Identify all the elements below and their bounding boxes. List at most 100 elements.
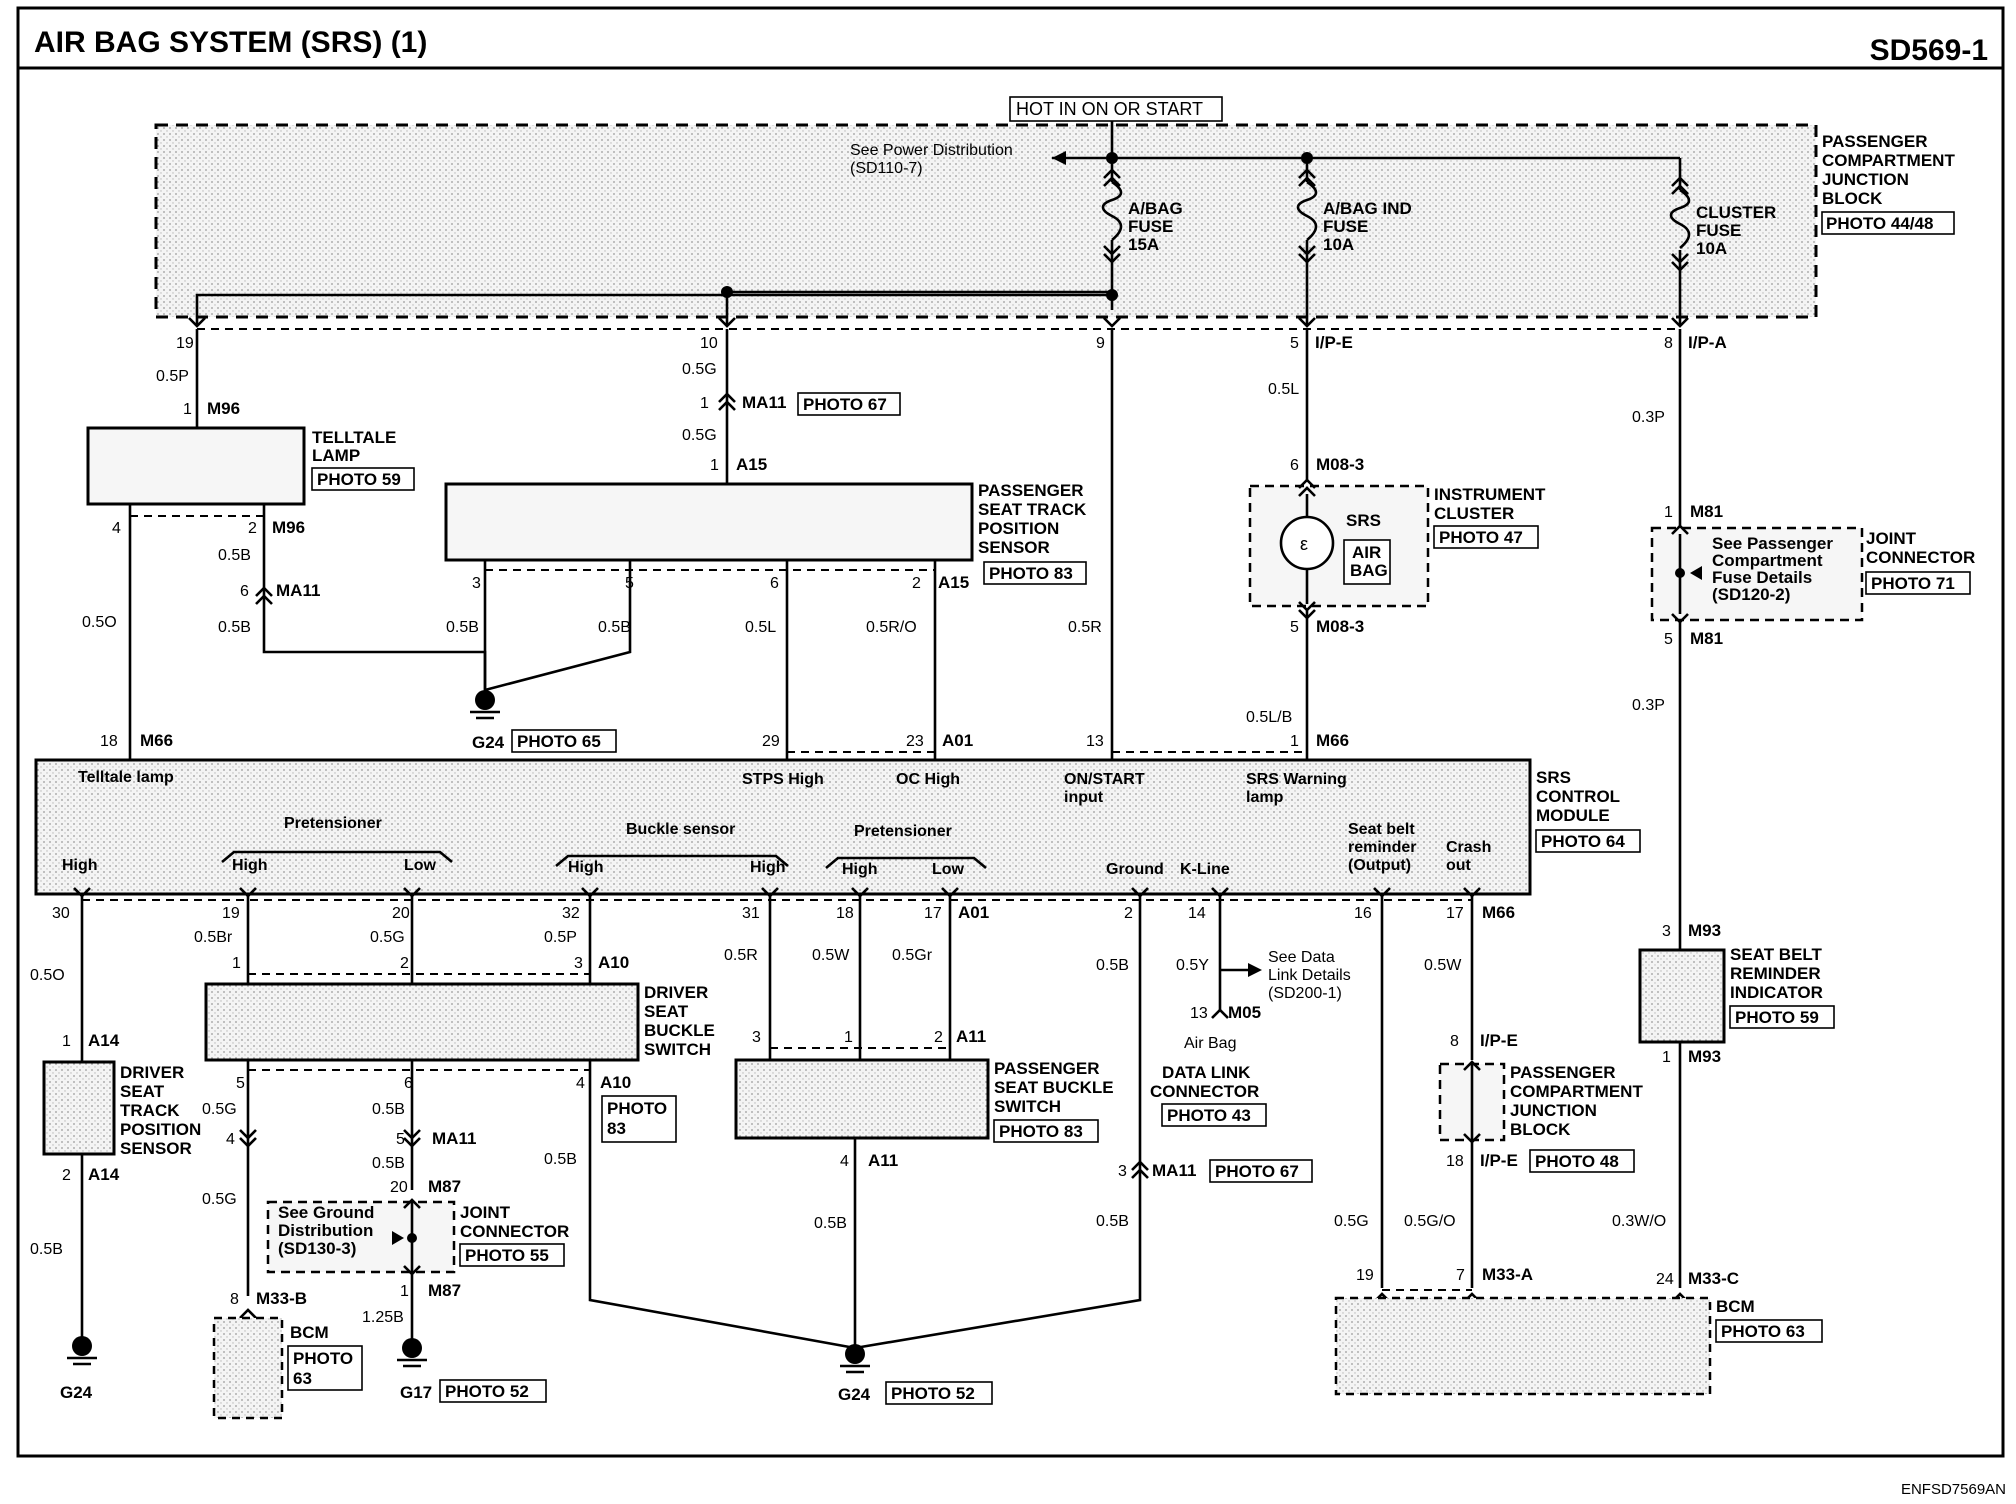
- pin-6: 6: [240, 583, 249, 600]
- dsbs-label-4: SWITCH: [644, 1040, 711, 1059]
- joint55-see-2: Distribution: [278, 1221, 373, 1240]
- joint55-arrow-icon: [392, 1231, 404, 1245]
- pin-4b: 4: [576, 1075, 585, 1092]
- wire-label-05g: 0.5G: [682, 361, 717, 378]
- passenger-seat-buckle-switch: [734, 1058, 990, 1140]
- dlc-airbag: Air Bag: [1184, 1035, 1236, 1052]
- airbag-label-2: BAG: [1350, 561, 1388, 580]
- conn-m083-b: M08-3: [1316, 617, 1364, 636]
- seat-belt-reminder-indicator: [1638, 948, 1726, 1044]
- joint71-label: JOINT: [1866, 529, 1917, 548]
- conn-m81: M81: [1690, 502, 1723, 521]
- pin-24: 24: [1656, 1271, 1674, 1288]
- joint55-photo: PHOTO 55: [465, 1246, 549, 1265]
- srs-control-module: [34, 758, 1532, 896]
- wire-label-05b-9: 0.5B: [814, 1215, 847, 1232]
- passenger-seat-track-position-sensor: [444, 482, 974, 562]
- srs-label-3: MODULE: [1536, 806, 1610, 825]
- pin-5d: 5: [236, 1075, 245, 1092]
- photo67-box: [797, 392, 901, 416]
- svg-text:29: 29: [762, 733, 780, 750]
- pin-1e: 1: [62, 1033, 71, 1050]
- joint71-photo-box: [1865, 571, 1971, 595]
- svg-text:Telltale lamp: Telltale lamp: [78, 769, 174, 786]
- svg-text:SRS Warning: SRS Warning: [1246, 771, 1347, 788]
- wire-pstps-gnd2: [484, 560, 632, 692]
- svg-text:20: 20: [392, 905, 410, 922]
- pin-1i: 1: [1662, 1049, 1671, 1066]
- hot-label-box: [1009, 96, 1223, 122]
- pin-2: 2: [248, 520, 257, 537]
- svg-text:Pretensioner: Pretensioner: [284, 815, 382, 832]
- page-title: AIR BAG SYSTEM (SRS) (1): [34, 26, 427, 59]
- photo67-box-2: [1209, 1159, 1313, 1183]
- pin-13b: 13: [1190, 1005, 1208, 1022]
- joint71-arrow-icon: [1690, 566, 1702, 580]
- wire-label-05p: 0.5P: [156, 368, 189, 385]
- ground-g24-icon-3: [840, 1344, 870, 1374]
- g24-photo: PHOTO 65: [517, 732, 601, 751]
- airbag-box: [1343, 539, 1391, 585]
- svg-text:19: 19: [176, 335, 194, 352]
- conn-a15: A15: [736, 455, 767, 474]
- bcm-right: [1334, 1296, 1712, 1396]
- g24-label: G24: [472, 733, 505, 752]
- svg-text:32: 32: [562, 905, 580, 922]
- conn-m33c: M33-C: [1688, 1269, 1739, 1288]
- svg-text:Pretensioner: Pretensioner: [854, 823, 952, 840]
- svg-text:High: High: [842, 861, 878, 878]
- conn-m87-b: M87: [428, 1281, 461, 1300]
- page-code: SD569-1: [1870, 34, 1988, 67]
- dstps-label-4: POSITION: [120, 1120, 201, 1139]
- bcm-left-photo-box: [287, 1345, 363, 1391]
- svg-text:1: 1: [1290, 733, 1299, 750]
- svg-text:17: 17: [924, 905, 942, 922]
- page-frame: [16, 6, 2005, 1458]
- ma11-icon: [255, 586, 273, 605]
- svg-text:High: High: [568, 859, 604, 876]
- svg-text:STPS High: STPS High: [742, 771, 824, 788]
- conn-m93-b: M93: [1688, 1047, 1721, 1066]
- conn-a11-b: A11: [868, 1151, 898, 1170]
- pin-2e: 2: [934, 1029, 943, 1046]
- g17-photo: PHOTO 52: [445, 1382, 529, 1401]
- wire-label-05lb: 0.5L/B: [1246, 709, 1292, 726]
- pin-1c: 1: [710, 457, 719, 474]
- driver-seat-buckle-switch: [204, 982, 640, 1062]
- wire-label-05b-8: 0.5B: [544, 1151, 577, 1168]
- svg-text:15A: 15A: [1128, 235, 1159, 254]
- pin-3d: 3: [1118, 1163, 1127, 1180]
- dlc-see-3: (SD200-1): [1268, 985, 1342, 1002]
- bcm-left-photo-2: 63: [293, 1369, 312, 1388]
- svg-text:A/BAG: A/BAG: [1128, 199, 1183, 218]
- wire-label-125b: 1.25B: [362, 1309, 404, 1326]
- pin-6d: 6: [404, 1075, 413, 1092]
- g24c-label: G24: [838, 1385, 871, 1404]
- joint55-photo-box: [459, 1243, 565, 1267]
- sbri-photo-box: [1729, 1005, 1835, 1029]
- hot-label: HOT IN ON OR START: [1016, 99, 1203, 119]
- svg-text:PHOTO 44/48: PHOTO 44/48: [1826, 214, 1933, 233]
- conn-ipe-b: I/P-E: [1480, 1151, 1518, 1170]
- see-power-distribution: See Power Distribution: [850, 142, 1013, 159]
- cluster-label-2: CLUSTER: [1434, 504, 1514, 523]
- dstps-label-2: SEAT: [120, 1082, 165, 1101]
- pin-1d: 1: [1664, 504, 1673, 521]
- wire-srs-ground: [854, 894, 1142, 1350]
- wire-label-05go: 0.5G/O: [1404, 1213, 1456, 1230]
- svg-text:Low: Low: [404, 857, 437, 874]
- wire-label-05g-4: 0.5G: [202, 1101, 237, 1118]
- svg-text:High: High: [62, 857, 98, 874]
- dsbs-photo-2: 83: [607, 1119, 626, 1138]
- joint-connector-55: [266, 1200, 456, 1274]
- svg-text:ON/START: ON/START: [1064, 771, 1145, 788]
- svg-text:31: 31: [742, 905, 760, 922]
- pstps-label: PASSENGER: [978, 481, 1084, 500]
- cluster-srs-label: SRS: [1346, 511, 1381, 530]
- svg-text:reminder: reminder: [1348, 839, 1416, 856]
- joint71-label-2: CONNECTOR: [1866, 548, 1975, 567]
- bcm-left-label: BCM: [290, 1323, 329, 1342]
- wire-label-05g-5: 0.5G: [202, 1191, 237, 1208]
- svg-text:FUSE: FUSE: [1323, 217, 1368, 236]
